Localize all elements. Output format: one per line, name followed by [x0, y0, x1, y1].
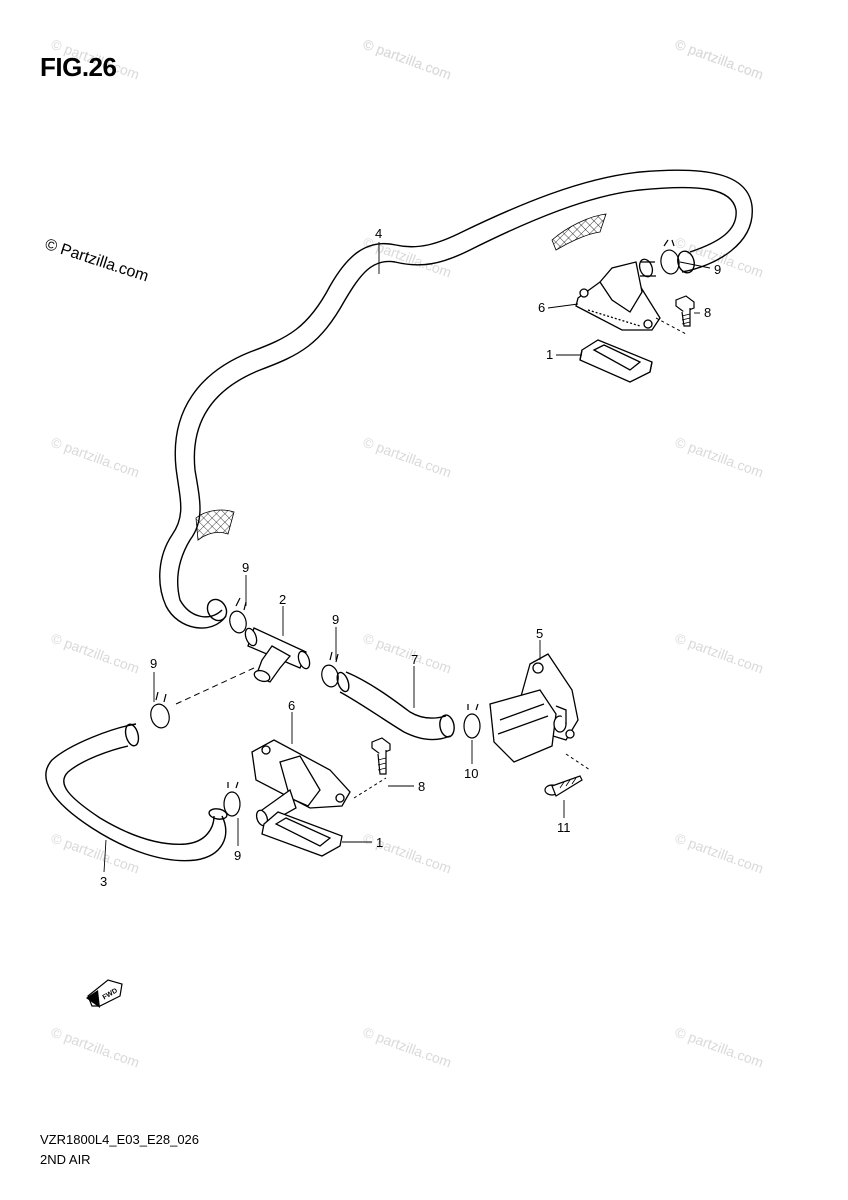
watermark-tile: © partzilla.com: [673, 434, 766, 481]
watermark-tile: © partzilla.com: [673, 630, 766, 677]
clamp-valve: [463, 703, 481, 739]
callout-screw: 11: [557, 820, 571, 835]
watermark-tile: © partzilla.com: [49, 830, 142, 877]
guide-line: [353, 777, 387, 799]
callout-cover-lower: 6: [288, 698, 295, 713]
hose-mid: [336, 671, 455, 741]
clamp-lower: [223, 781, 241, 817]
clamp-left-top: [229, 597, 247, 634]
hose-upper-mesh: [195, 213, 607, 541]
screw: [544, 775, 583, 797]
gasket-upper: [579, 339, 653, 383]
watermark-tile: © partzilla.com: [673, 830, 766, 877]
leader-lines: [103, 242, 711, 873]
watermark-tile: © partzilla.com: [361, 630, 454, 677]
fwd-arrow-icon: FWD: [86, 979, 123, 1008]
callout-hose-mid: 7: [411, 652, 418, 667]
watermark-tile: © partzilla.com: [49, 434, 142, 481]
hose-upper: [159, 169, 753, 629]
figure-name: 2ND AIR: [40, 1152, 91, 1167]
callout-bolt-upper: 8: [704, 305, 711, 320]
watermark-tile: © partzilla.com: [49, 630, 142, 677]
bolt-upper: [675, 295, 695, 327]
bolt-lower: [371, 737, 391, 775]
watermark-tile: © partzilla.com: [361, 36, 454, 83]
watermark-tile: © partzilla.com: [361, 830, 454, 877]
callout-gasket-upper: 1: [546, 347, 553, 362]
callout-numbers: 4 9 6 8 1 9 2 9 7 5 9 6 8 10 11 9 1 3: [100, 226, 721, 889]
callout-clamp-mid: 9: [332, 612, 339, 627]
gasket-lower: [261, 811, 343, 857]
watermark-tile: © partzilla.com: [49, 1024, 142, 1071]
callout-hose-upper: 4: [375, 226, 382, 241]
watermark-tile: © partzilla.com: [673, 36, 766, 83]
valve: [489, 653, 579, 763]
clamp-left: [150, 691, 170, 729]
callout-gasket-lower: 1: [376, 835, 383, 850]
watermark-tile: © partzilla.com: [361, 434, 454, 481]
callout-clamp-left: 9: [150, 656, 157, 671]
callout-bolt-lower: 8: [418, 779, 425, 794]
callout-clamp-valve: 10: [464, 766, 478, 781]
callout-clamp-upper: 9: [714, 262, 721, 277]
callout-clamp-lower: 9: [234, 848, 241, 863]
guide-line: [565, 753, 591, 771]
figure-code: VZR1800L4_E03_E28_026: [40, 1132, 200, 1147]
callout-valve: 5: [536, 626, 543, 641]
callout-joint: 2: [279, 592, 286, 607]
figure-title: FIG.26: [40, 52, 117, 82]
callout-hose-lower: 3: [100, 874, 107, 889]
hose-lower: [45, 723, 228, 862]
watermark-tile: © partzilla.com: [673, 1024, 766, 1071]
callout-cover-upper: 6: [538, 300, 545, 315]
cover-upper: [575, 258, 661, 331]
guide-line: [175, 667, 255, 705]
cover-lower: [251, 739, 351, 828]
callout-clamp-left-top: 9: [242, 560, 249, 575]
joint: [244, 627, 311, 683]
watermark-tile: © partzilla.com: [361, 1024, 454, 1071]
clamp-upper: [660, 239, 680, 275]
watermark-tiles: © partzilla.com © partzilla.com © partzill…: [49, 36, 766, 1071]
guide-line: [655, 317, 687, 335]
